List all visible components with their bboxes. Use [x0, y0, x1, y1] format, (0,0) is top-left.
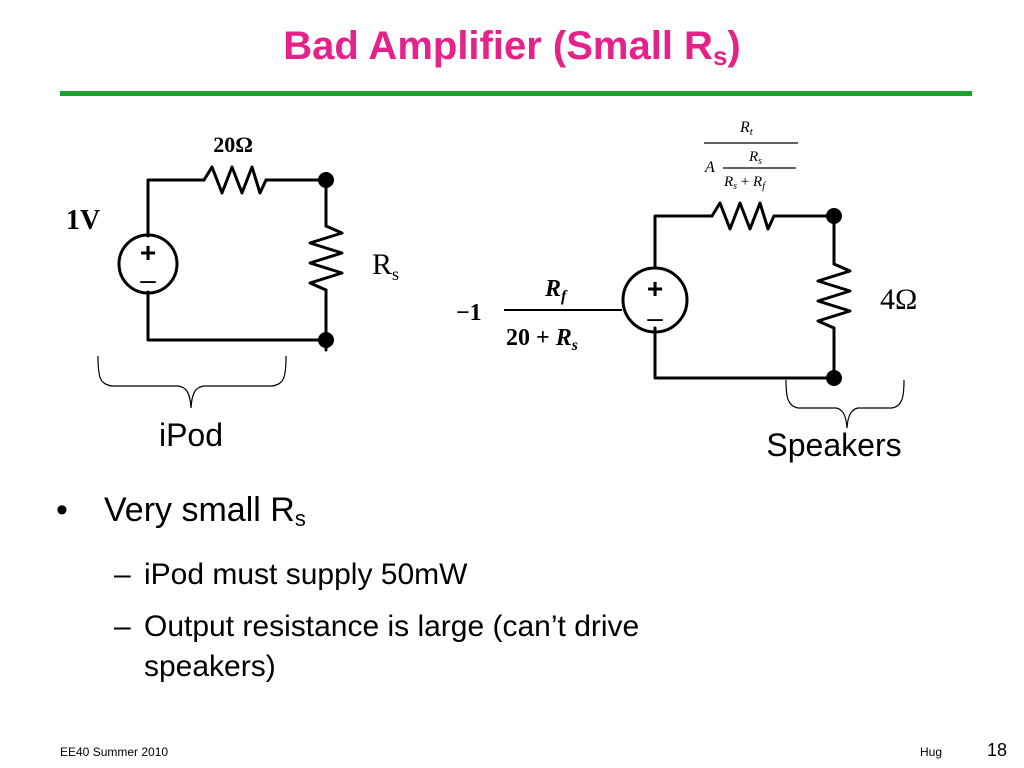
- right-source-minus: –: [647, 302, 663, 333]
- slide-title: Bad Amplifier (Small Rs): [0, 24, 1024, 72]
- right-load-resistor: [816, 262, 852, 330]
- source-prefix: −1: [456, 300, 482, 326]
- left-terminal-top: [318, 172, 334, 188]
- speakers-label: Speakers: [766, 427, 901, 463]
- right-voltage-source: [621, 266, 689, 334]
- left-terminal-bottom: [318, 332, 334, 348]
- speakers-brace: [785, 379, 905, 429]
- bullet-text: Very small R: [104, 491, 295, 529]
- left-load-resistor: [308, 224, 344, 292]
- right-terminal-bottom: [826, 370, 842, 386]
- left-series-resistor: [202, 165, 268, 195]
- title-text: Bad Amplifier (Small R: [283, 24, 713, 68]
- ipod-label: iPod: [159, 417, 223, 453]
- right-series-resistor: [710, 201, 776, 231]
- gain-numerator: Rt: [739, 119, 754, 138]
- left-voltage-source: [117, 233, 179, 295]
- bullet-very-small-rs: • Very small Rs: [56, 488, 956, 541]
- right-terminal-top: [826, 208, 842, 224]
- source-denominator: 20 + Rs: [506, 325, 578, 354]
- sub-bullet-output-resistance: –Output resistance is large (can’t drive…: [56, 607, 956, 687]
- source-numerator: Rf: [544, 276, 568, 305]
- right-load-label: 4Ω: [880, 283, 917, 316]
- sub-bullet-text: iPod must supply 50mW: [144, 558, 468, 591]
- title-divider: [60, 91, 972, 96]
- right-source-plus: +: [647, 273, 663, 304]
- left-load-label: Rs: [372, 248, 399, 284]
- left-source-label: 1V: [66, 205, 100, 236]
- gain-A: A: [704, 159, 715, 176]
- sub-bullet-supply: –iPod must supply 50mW: [56, 555, 956, 595]
- bullet-list: • Very small Rs –iPod must supply 50mW –O…: [56, 488, 956, 687]
- title-subscript: s: [712, 41, 728, 71]
- left-source-plus: +: [140, 237, 156, 268]
- gain-inner-denominator: Rs + Rf: [723, 174, 766, 192]
- left-source-minus: –: [140, 264, 156, 295]
- footer-page-number: 18: [987, 740, 1008, 760]
- bullet-subscript: s: [294, 506, 306, 531]
- footer-course: EE40 Summer 2010: [60, 745, 169, 759]
- sub-bullet-dash: –: [114, 610, 131, 643]
- title-close: ): [727, 24, 741, 68]
- ipod-brace: [97, 355, 287, 409]
- sub-bullet-text-line2: speakers): [144, 650, 276, 683]
- footer-author: Hug: [920, 745, 943, 759]
- gain-inner-numerator: Rs: [748, 149, 762, 167]
- left-resistor-label: 20Ω: [213, 132, 253, 157]
- left-circuit-wires: [146, 178, 328, 352]
- right-circuit-wires: [653, 214, 836, 380]
- sub-bullet-dash: –: [114, 558, 131, 591]
- bullet-dot: •: [56, 491, 68, 529]
- sub-bullet-text-line1: Output resistance is large (can’t drive: [144, 610, 640, 643]
